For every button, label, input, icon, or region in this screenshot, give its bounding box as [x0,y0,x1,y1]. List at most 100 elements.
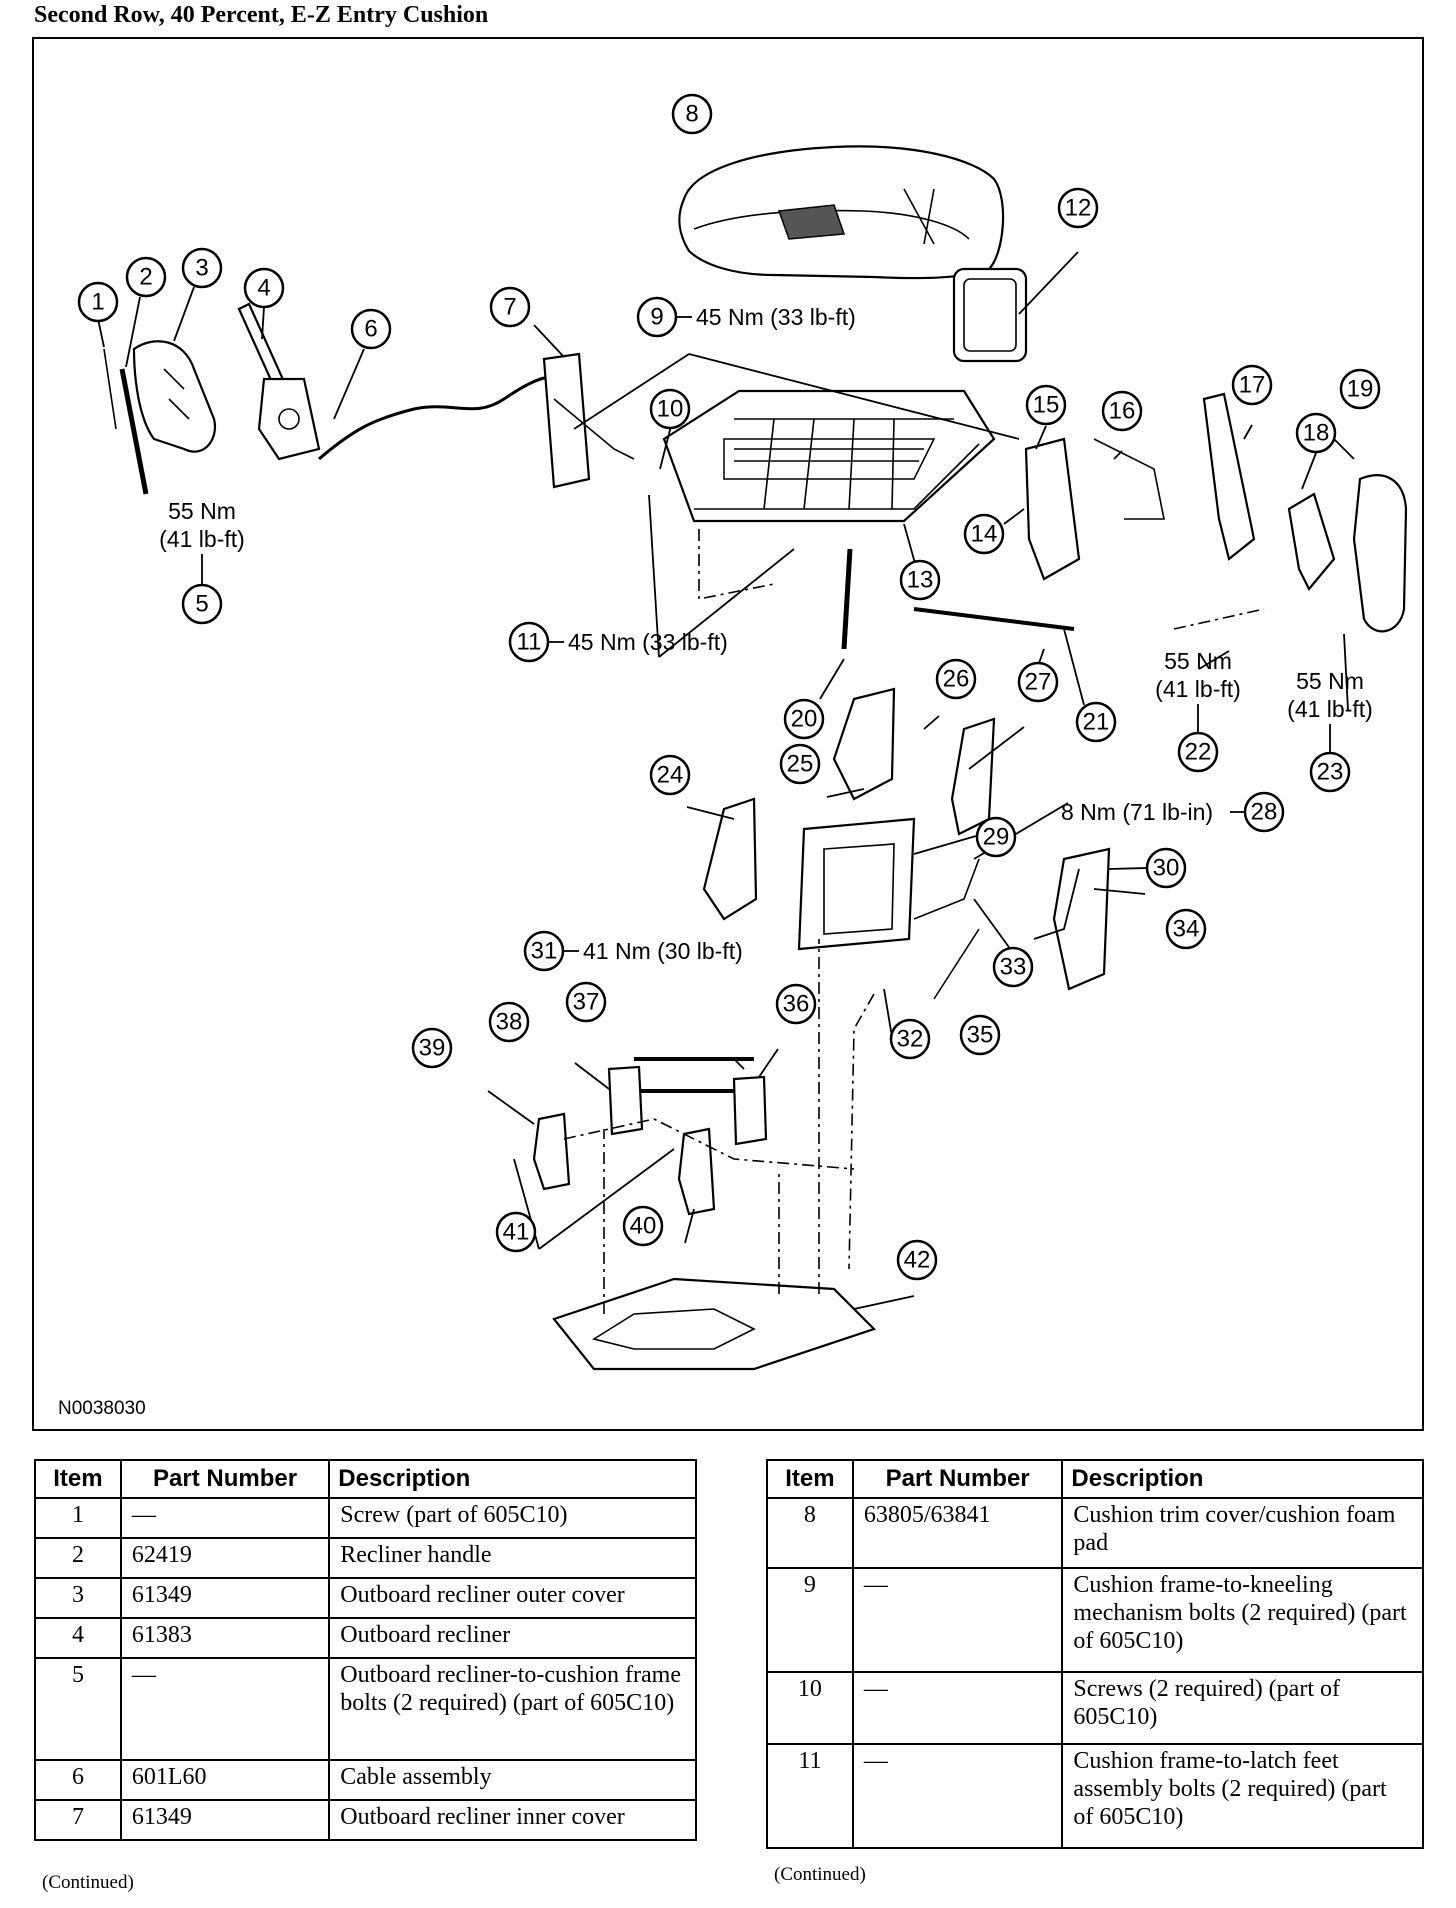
continued-note-right: (Continued) [774,1864,866,1885]
header-part-number: Part Number [119,1459,331,1499]
callout-28: 28 [1243,791,1285,833]
header-item: Item [34,1459,122,1499]
cell-item: 3 [34,1577,122,1619]
recliner-handle-group-part [103,302,321,495]
diagram-drawing: 1 2 3 4 5 6 7 8 9 10 11 12 13 14 15 16 1… [58,93,1408,1419]
callout-03: 3 [181,247,223,289]
header-part-number: Part Number [851,1459,1064,1499]
leader-lines [97,251,1355,1310]
torque-label-23: 55 Nm (41 lb-ft) [1287,668,1373,753]
table-header-row: Item Part Number Description [34,1459,697,1499]
header-description: Description [328,1459,697,1499]
svg-text:41: 41 [503,1219,530,1246]
svg-text:29: 29 [983,824,1010,851]
cell-part-number: 601L60 [119,1759,331,1801]
torque-label-22: 55 Nm (41 lb-ft) [1155,648,1241,733]
svg-text:39: 39 [419,1035,446,1062]
torque-label-9: 45 Nm (33 lb-ft) [676,304,856,330]
cell-description: Screw (part of 605C10) [328,1497,697,1539]
cell-part-number: 61349 [119,1577,331,1619]
svg-text:9: 9 [650,304,663,331]
callout-39: 39 [411,1027,453,1069]
svg-text:8 Nm (71 lb-in): 8 Nm (71 lb-in) [1061,799,1213,825]
cell-item: 11 [766,1743,854,1849]
parts-table-left: Item Part Number Description 1 — Screw (… [34,1459,697,1841]
table-row: 4 61383 Outboard recliner [34,1617,697,1659]
callout-04: 4 [243,267,285,309]
right-side-recliner-group-part [1024,392,1408,633]
callout-17: 17 [1231,364,1273,406]
callout-24: 24 [649,754,691,796]
svg-text:6: 6 [364,316,377,343]
cell-part-number: 62419 [119,1537,331,1579]
kneeling-mechanism-part [702,687,1111,1000]
cell-item: 5 [34,1657,122,1761]
svg-text:12: 12 [1065,195,1092,222]
callout-30: 30 [1145,847,1187,889]
svg-text:(41 lb-ft): (41 lb-ft) [159,526,245,552]
svg-text:55 Nm: 55 Nm [1296,668,1364,694]
callout-16: 16 [1101,390,1143,432]
table-row: 1 — Screw (part of 605C10) [34,1497,697,1539]
cell-item: 9 [766,1567,854,1673]
svg-text:45 Nm (33 lb-ft): 45 Nm (33 lb-ft) [696,304,856,330]
cell-item: 1 [34,1497,122,1539]
table-row: 7 61349 Outboard recliner inner cover [34,1799,697,1841]
svg-text:8: 8 [685,101,698,128]
callout-34: 34 [1165,908,1207,950]
callout-42: 42 [896,1239,938,1281]
table-row: 9 — Cushion frame-to-kneeling mechanism … [766,1567,1424,1673]
cell-description: Recliner handle [328,1537,697,1579]
cell-description: Outboard recliner-to-cushion frame bolts… [328,1657,697,1761]
table-row: 8 63805/63841 Cushion trim cover/cushion… [766,1497,1424,1569]
callout-19: 19 [1339,368,1381,410]
cell-item: 10 [766,1671,854,1745]
svg-text:31: 31 [531,938,558,965]
callout-13: 13 [899,559,941,601]
cushion-frame-part [662,389,996,523]
cell-part-number: — [119,1657,331,1761]
svg-text:18: 18 [1303,420,1330,447]
latch-assembly-part [532,1057,768,1216]
callout-21: 21 [1075,701,1117,743]
svg-text:28: 28 [1251,799,1278,826]
svg-text:55 Nm: 55 Nm [168,498,236,524]
inner-cover-part [542,352,635,489]
svg-text:17: 17 [1239,372,1266,399]
header-item: Item [766,1459,854,1499]
cell-part-number: — [851,1743,1064,1849]
table-header-row: Item Part Number Description [766,1459,1424,1499]
svg-text:4: 4 [257,275,270,302]
figure-reference-id: N0038030 [58,1398,146,1419]
callout-26: 26 [935,658,977,700]
cell-part-number: 61383 [119,1617,331,1659]
svg-text:20: 20 [791,706,818,733]
page-title: Second Row, 40 Percent, E-Z Entry Cushio… [34,2,489,28]
table-row: 11 — Cushion frame-to-latch feet assembl… [766,1743,1424,1849]
svg-text:1: 1 [91,289,104,316]
svg-text:5: 5 [195,591,208,618]
torque-label-5: 55 Nm (41 lb-ft) [159,498,245,584]
svg-text:19: 19 [1347,376,1374,403]
cell-item: 6 [34,1759,122,1801]
trim-panel-part [952,267,1028,363]
callout-14: 14 [963,513,1005,555]
callout-23: 23 [1309,751,1351,793]
torque-label-31: 41 Nm (30 lb-ft) [563,938,743,964]
svg-text:35: 35 [967,1022,994,1049]
continued-note-left: (Continued) [42,1872,134,1893]
svg-text:41 Nm (30 lb-ft): 41 Nm (30 lb-ft) [583,938,743,964]
svg-text:33: 33 [1000,954,1027,981]
svg-text:14: 14 [971,521,998,548]
callout-15: 15 [1025,384,1067,426]
table-row: 6 601L60 Cable assembly [34,1759,697,1801]
svg-text:45 Nm (33 lb-ft): 45 Nm (33 lb-ft) [568,629,728,655]
callout-29: 29 [975,816,1017,858]
cell-part-number: — [851,1671,1064,1745]
svg-text:10: 10 [657,396,684,423]
cell-description: Outboard recliner [328,1617,697,1659]
callout-07: 7 [489,286,531,328]
callout-05: 5 [181,583,223,625]
svg-text:25: 25 [787,751,814,778]
cushion-trim-cover-part [678,145,1005,280]
